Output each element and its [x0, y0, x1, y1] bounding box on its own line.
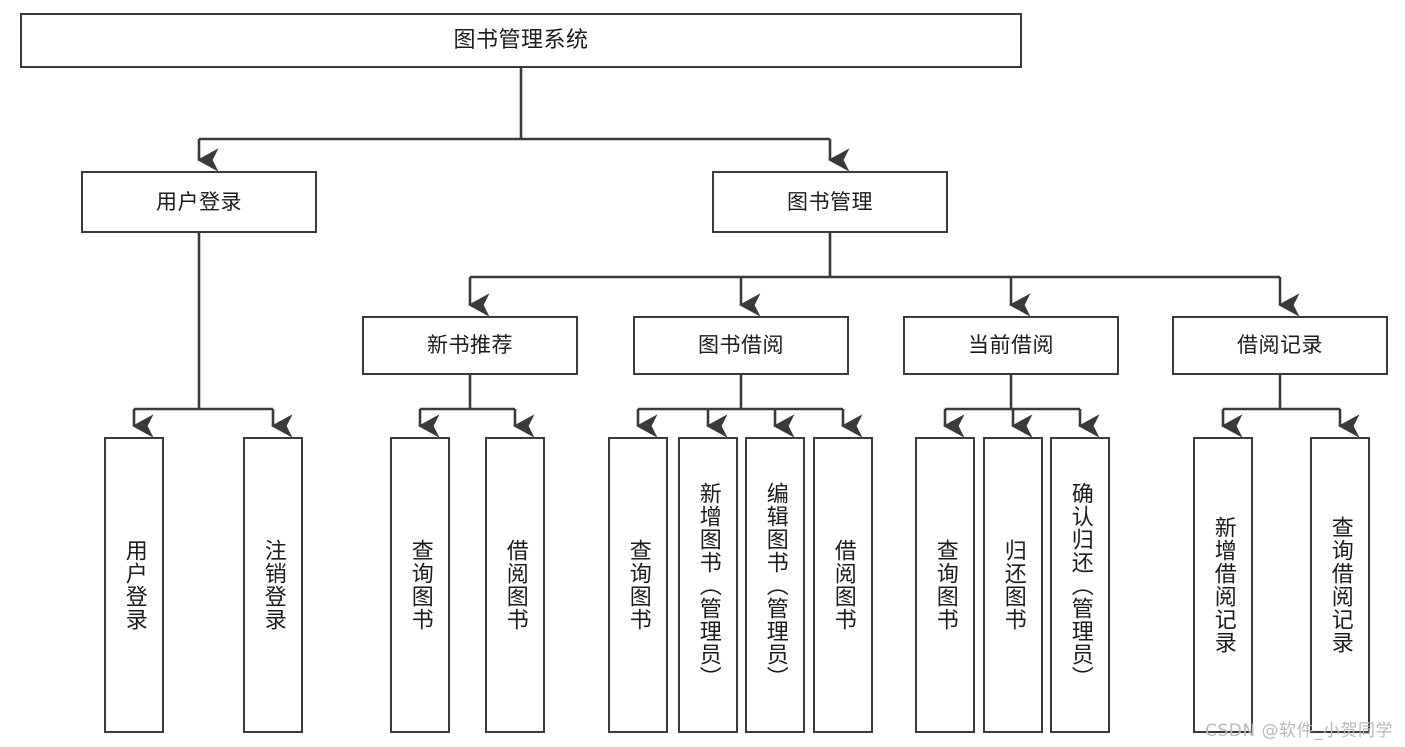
node-borrow-record-label: 借阅记录: [1237, 333, 1323, 358]
node-leaf-query-book-2[interactable]: 查询图书: [608, 437, 668, 733]
node-leaf-query-book-3[interactable]: 查询图书: [915, 437, 975, 733]
node-root[interactable]: 图书管理系统: [20, 13, 1022, 68]
node-book-borrow[interactable]: 图书借阅: [633, 316, 849, 375]
node-leaf-borrow-book-2-label: 借阅图书: [830, 539, 856, 631]
node-root-label: 图书管理系统: [453, 27, 589, 53]
node-leaf-borrow-book-1[interactable]: 借阅图书: [485, 437, 545, 733]
watermark: CSDN @软件_小贺同学: [1205, 721, 1393, 741]
node-user-login[interactable]: 用户登录: [81, 171, 317, 233]
node-leaf-query-book-3-label: 查询图书: [932, 539, 958, 631]
node-leaf-borrow-book-2[interactable]: 借阅图书: [813, 437, 873, 733]
node-user-login-label: 用户登录: [156, 189, 242, 214]
node-leaf-confirm-return-label: 确认归还（管理员）: [1067, 481, 1093, 689]
node-leaf-query-book-2-label: 查询图书: [625, 539, 651, 631]
node-leaf-return-book-label: 归还图书: [1000, 539, 1026, 631]
node-book-manage-label: 图书管理: [787, 189, 873, 214]
node-current-borrow-label: 当前借阅: [968, 333, 1054, 358]
node-leaf-logout[interactable]: 注销登录: [243, 437, 303, 733]
node-leaf-query-book-1[interactable]: 查询图书: [390, 437, 450, 733]
node-leaf-query-record-label: 查询借阅记录: [1327, 516, 1353, 654]
node-leaf-return-book[interactable]: 归还图书: [983, 437, 1043, 733]
node-borrow-record[interactable]: 借阅记录: [1172, 316, 1388, 375]
node-leaf-user-login-label: 用户登录: [121, 539, 147, 631]
node-book-manage[interactable]: 图书管理: [712, 171, 948, 233]
node-leaf-add-record[interactable]: 新增借阅记录: [1193, 437, 1253, 733]
node-new-book-recommend-label: 新书推荐: [427, 333, 513, 358]
node-leaf-confirm-return[interactable]: 确认归还（管理员）: [1050, 437, 1110, 733]
node-leaf-add-book[interactable]: 新增图书（管理员）: [678, 437, 738, 733]
node-current-borrow[interactable]: 当前借阅: [903, 316, 1119, 375]
node-leaf-add-record-label: 新增借阅记录: [1210, 516, 1236, 654]
node-leaf-borrow-book-1-label: 借阅图书: [502, 539, 528, 631]
node-leaf-add-book-label: 新增图书（管理员）: [695, 481, 721, 689]
node-leaf-user-login[interactable]: 用户登录: [104, 437, 164, 733]
node-leaf-logout-label: 注销登录: [260, 539, 286, 631]
node-leaf-query-record[interactable]: 查询借阅记录: [1310, 437, 1370, 733]
node-leaf-edit-book-label: 编辑图书（管理员）: [762, 481, 788, 689]
node-leaf-edit-book[interactable]: 编辑图书（管理员）: [745, 437, 805, 733]
node-book-borrow-label: 图书借阅: [698, 333, 784, 358]
node-leaf-query-book-1-label: 查询图书: [407, 539, 433, 631]
node-new-book-recommend[interactable]: 新书推荐: [362, 316, 578, 375]
